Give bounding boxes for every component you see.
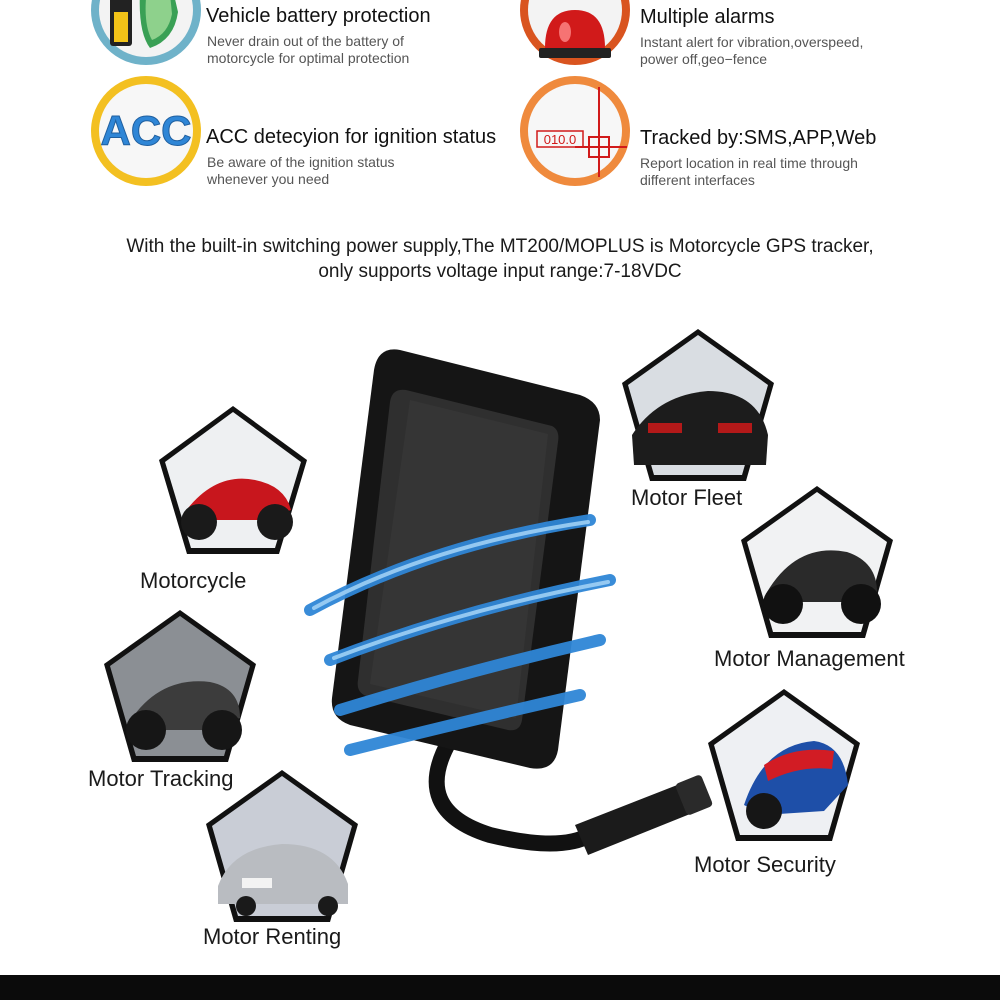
- feature-desc-line: Report location in real time through: [640, 155, 858, 171]
- product-description: With the built-in switching power supply…: [0, 234, 1000, 284]
- application-label-motor-management: Motor Management: [714, 646, 905, 671]
- feature-desc-tracked: Report location in real time through dif…: [640, 155, 858, 189]
- feature-desc-line: power off,geo−fence: [640, 51, 768, 67]
- feature-desc-alarms: Instant alert for vibration,overspeed, p…: [640, 34, 863, 68]
- alarm-siren-icon: [517, 0, 633, 68]
- motor-management-photo: [737, 482, 897, 642]
- motor-tracking-photo: [100, 606, 260, 766]
- application-label-motorcycle: Motorcycle: [140, 568, 247, 593]
- feature-title-battery: Vehicle battery protection: [206, 5, 431, 27]
- feature-desc-line: whenever you need: [207, 171, 330, 187]
- application-label-motor-security: Motor Security: [694, 852, 836, 877]
- bottom-divider-bar: [0, 975, 1000, 1000]
- battery-shield-icon: [88, 0, 204, 68]
- acc-icon-text: ACC: [101, 107, 192, 154]
- feature-desc-line: motorcycle for optimal protection: [207, 50, 410, 66]
- speed-readout-text: 010.0: [544, 132, 577, 147]
- feature-desc-line: Never drain out of the battery of: [207, 33, 404, 49]
- feature-desc-acc: Be aware of the ignition status whenever…: [207, 154, 395, 188]
- application-label-motor-renting: Motor Renting: [203, 924, 342, 949]
- feature-title-alarms: Multiple alarms: [640, 6, 775, 28]
- feature-desc-line: Be aware of the ignition status: [207, 154, 395, 170]
- application-label-motor-fleet: Motor Fleet: [631, 485, 743, 510]
- motorcycle-photo: [155, 402, 311, 558]
- gps-tracker-device-image: [290, 340, 730, 880]
- product-description-line1: With the built-in switching power supply…: [126, 236, 874, 257]
- map-tracking-icon: 010.0: [517, 73, 633, 189]
- motor-security-photo: [704, 685, 864, 845]
- application-label-motor-tracking: Motor Tracking: [88, 766, 234, 791]
- motor-fleet-photo: [618, 325, 778, 485]
- feature-desc-line: Instant alert for vibration,overspeed,: [640, 34, 864, 50]
- feature-desc-line: different interfaces: [640, 172, 755, 188]
- feature-title-tracked: Tracked by:SMS,APP,Web: [640, 127, 877, 149]
- acc-icon: ACC: [88, 73, 204, 189]
- feature-desc-battery: Never drain out of the battery of motorc…: [207, 33, 409, 67]
- motor-renting-photo: [202, 766, 362, 926]
- feature-title-acc: ACC detecyion for ignition status: [206, 126, 497, 148]
- product-description-line2: only supports voltage input range:7-18VD…: [318, 261, 682, 282]
